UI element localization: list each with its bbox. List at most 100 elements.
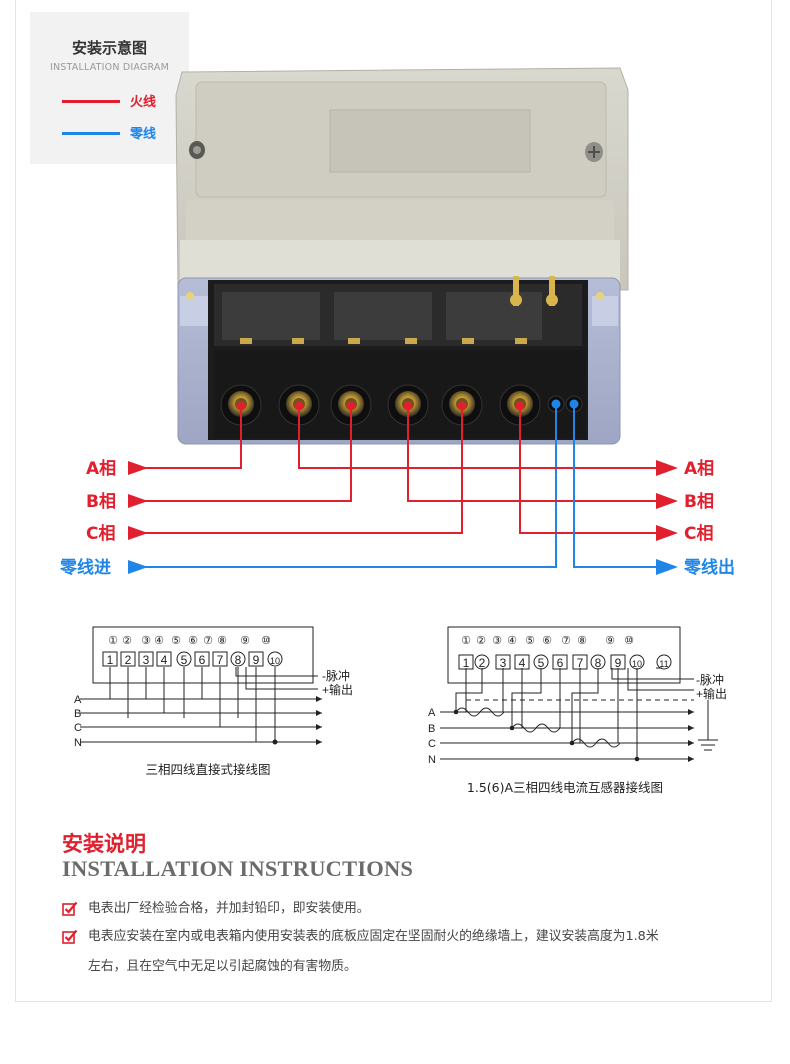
wire-neutral-out bbox=[573, 404, 660, 568]
label-neutral-in: 零线进 bbox=[59, 557, 111, 578]
ct-line-n: N bbox=[428, 754, 436, 766]
terminal-box: 6 bbox=[194, 651, 210, 667]
legend-label-neutral: 零线 bbox=[130, 127, 157, 142]
terminal-box: 4 bbox=[156, 651, 172, 667]
svg-text:9: 9 bbox=[615, 656, 622, 670]
ct-line-b: B bbox=[428, 723, 435, 735]
arrow-right-icon bbox=[128, 494, 148, 508]
instruction-item: 电表应安装在室内或电表箱内使用安装表的底板应固定在坚固耐火的绝缘墙上，建议安装高… bbox=[62, 922, 742, 982]
terminal-box: 9 bbox=[248, 651, 264, 667]
terminal-box: 10 bbox=[267, 651, 283, 667]
svg-text:1: 1 bbox=[463, 656, 470, 670]
wire-labels-in: A相 B相 C相 零线进 bbox=[59, 458, 116, 578]
instruction-text-continued: 左右，且在空气中无足以引起腐蚀的有害物质。 bbox=[88, 959, 357, 974]
terminal-number: ⑨ bbox=[605, 635, 615, 647]
ct-pulse-label: -脉冲 bbox=[696, 672, 724, 687]
svg-text:8: 8 bbox=[235, 653, 242, 667]
label-in-a: A相 bbox=[86, 458, 116, 479]
wiring-lines bbox=[128, 404, 678, 575]
svg-text:1: 1 bbox=[107, 653, 114, 667]
terminal-number: ⑤ bbox=[171, 635, 181, 647]
terminal-number: ⑨ bbox=[240, 635, 250, 647]
legend-card: 安装示意图 INSTALLATION DIAGRAM 火线 零线 bbox=[30, 12, 189, 164]
direct-line-a: A bbox=[74, 694, 82, 706]
legend-title: 安装示意图 bbox=[71, 39, 147, 57]
ct-output-label: +输出 bbox=[696, 686, 727, 701]
live-wire-swatch bbox=[62, 100, 120, 103]
terminal-box: 11 bbox=[656, 654, 672, 670]
checkbox-checked-icon bbox=[62, 929, 78, 944]
wire-labels-out: A相 B相 C相 零线出 bbox=[683, 458, 735, 578]
wire-a-out bbox=[298, 406, 660, 469]
content-frame bbox=[15, 0, 772, 1002]
pulse-terminal-screws bbox=[510, 276, 558, 306]
arrow-right-icon bbox=[656, 460, 678, 476]
svg-text:5: 5 bbox=[181, 653, 188, 667]
legend-subtitle: INSTALLATION DIAGRAM bbox=[50, 62, 169, 73]
neutral-wire-swatch bbox=[62, 132, 120, 135]
wire-b-in bbox=[130, 406, 352, 502]
direct-schematic-lines bbox=[80, 667, 322, 743]
instructions-title: 安装说明 bbox=[62, 832, 146, 856]
svg-text:4: 4 bbox=[161, 653, 168, 667]
instruction-item: 电表出厂经检验合格，并加封铅印，即安装使用。 bbox=[62, 894, 742, 924]
terminal-box: 10 bbox=[629, 654, 645, 670]
svg-text:8: 8 bbox=[595, 656, 602, 670]
phase-terminal bbox=[278, 384, 320, 426]
terminal-box: 6 bbox=[552, 654, 568, 670]
ct-schematic-lines bbox=[440, 667, 718, 760]
terminal-number: ⑦ bbox=[561, 635, 571, 647]
label-out-b: B相 bbox=[684, 491, 714, 512]
direct-line-c: C bbox=[74, 722, 82, 734]
legend-item-live: 火线 bbox=[62, 91, 192, 111]
terminal-box: 2 bbox=[474, 654, 490, 670]
terminal-number: ④ bbox=[507, 635, 517, 647]
phase-terminal bbox=[220, 384, 262, 426]
terminal-box: 2 bbox=[120, 651, 136, 667]
terminal-number: ⑩ bbox=[261, 635, 271, 647]
wire-c-out bbox=[519, 406, 660, 534]
wire-c-in bbox=[130, 406, 463, 534]
phase-terminal bbox=[499, 384, 541, 426]
svg-text:6: 6 bbox=[557, 656, 564, 670]
terminal-box: 9 bbox=[610, 654, 626, 670]
svg-text:5: 5 bbox=[538, 656, 545, 670]
terminal-number: ④ bbox=[154, 635, 164, 647]
direct-output-label: +输出 bbox=[322, 682, 353, 697]
instruction-text: 电表应安装在室内或电表箱内使用安装表的底板应固定在坚固耐火的绝缘墙上，建议安装高… bbox=[88, 929, 659, 944]
terminal-number: ⑩ bbox=[624, 635, 634, 647]
arrow-right-icon bbox=[128, 526, 148, 540]
svg-text:3: 3 bbox=[500, 656, 507, 670]
wire-b-out bbox=[407, 406, 660, 502]
terminal-number: ② bbox=[476, 635, 486, 647]
terminal-box: 5 bbox=[533, 654, 549, 670]
arrow-right-icon bbox=[128, 560, 148, 574]
terminal-number: ② bbox=[122, 635, 132, 647]
terminal-box: 7 bbox=[212, 651, 228, 667]
ct-diagram-caption: 1.5(6)A三相四线电流互感器接线图 bbox=[466, 780, 664, 795]
terminal-box: 5 bbox=[176, 651, 192, 667]
svg-text:2: 2 bbox=[479, 656, 486, 670]
phase-terminal bbox=[387, 384, 429, 426]
terminal-number: ⑥ bbox=[542, 635, 552, 647]
direct-line-n: N bbox=[74, 737, 82, 749]
label-out-c: C相 bbox=[684, 523, 713, 544]
terminal-number: ① bbox=[461, 635, 471, 647]
svg-text:7: 7 bbox=[217, 653, 224, 667]
terminal-number: ⑧ bbox=[217, 635, 227, 647]
direct-line-b: B bbox=[74, 708, 81, 720]
svg-text:4: 4 bbox=[519, 656, 526, 670]
terminal-block bbox=[220, 384, 583, 426]
phase-terminal bbox=[441, 384, 483, 426]
terminal-box: 7 bbox=[572, 654, 588, 670]
label-in-b: B相 bbox=[86, 491, 116, 512]
label-in-c: C相 bbox=[86, 523, 115, 544]
checkbox-checked-icon bbox=[62, 901, 78, 916]
terminal-number: ⑥ bbox=[188, 635, 198, 647]
legend-label-live: 火线 bbox=[130, 95, 157, 110]
label-neutral-out: 零线出 bbox=[683, 557, 735, 578]
